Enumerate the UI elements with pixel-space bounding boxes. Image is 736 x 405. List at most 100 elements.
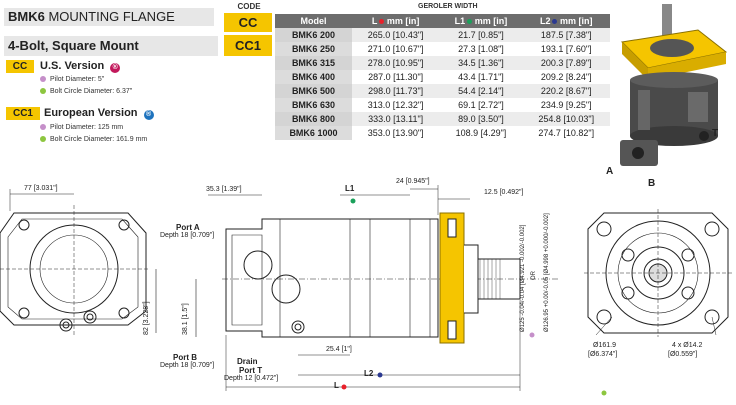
value-cell: 27.3 [1.08"] bbox=[458, 44, 504, 54]
spec-us-bolt-text: Bolt Circle Diameter: 6.37" bbox=[50, 88, 133, 95]
dim-82: 82 [3.228"] bbox=[143, 301, 150, 335]
model-cell: BMK6 315 bbox=[275, 56, 352, 70]
front-view-drawing bbox=[584, 209, 732, 337]
l1-marker-icon bbox=[350, 198, 356, 204]
col-l1-unit: mm [in] bbox=[474, 16, 508, 26]
l2-marker-icon bbox=[377, 372, 383, 378]
table-row: BMK6 250 271.0 [10.67"] 27.3 [1.08"] 193.1 … bbox=[275, 42, 610, 56]
port-t-icon bbox=[699, 131, 709, 141]
version-tag-cc1: CC1 bbox=[6, 107, 40, 120]
dim-l1: L1 bbox=[345, 184, 355, 193]
pilot-marker-icon bbox=[529, 332, 535, 338]
dim-or: OR bbox=[531, 271, 537, 280]
model-cell: BMK6 250 bbox=[275, 42, 352, 56]
col-l-text: L bbox=[371, 16, 378, 26]
value-cell: 274.7 [10.82"] bbox=[538, 128, 595, 138]
value-cell: 21.7 [0.85"] bbox=[439, 28, 523, 42]
code-label: CODE bbox=[237, 2, 261, 11]
red-dot-icon bbox=[379, 19, 385, 25]
l-marker-icon bbox=[341, 384, 347, 390]
col-model: Model bbox=[275, 14, 352, 28]
value-cell: 265.0 [10.43"] bbox=[351, 28, 440, 42]
spec-eu-bolt: Bolt Circle Diameter: 161.9 mm bbox=[40, 136, 147, 143]
dim-l: L bbox=[334, 381, 339, 390]
dim-pilot-us: Ø126.95 +0.00/-0.05 [Ø4.998 +0.000/-0.00… bbox=[544, 213, 550, 332]
value-cell: 313.0 [12.32"] bbox=[367, 100, 424, 110]
green-dot-icon bbox=[40, 88, 46, 95]
value-cell: 43.4 [1.71"] bbox=[458, 72, 504, 82]
value-cell: 69.1 [2.72"] bbox=[458, 100, 504, 110]
us-certification-icon: ® bbox=[110, 63, 121, 73]
shaft-icon bbox=[662, 4, 672, 38]
dim-77: 77 [3.031"] bbox=[24, 185, 58, 192]
spec-eu-bolt-text: Bolt Circle Diameter: 161.9 mm bbox=[50, 136, 148, 143]
dimension-table: Model L mm [in] L1 mm [in] L2 mm [in] BM… bbox=[275, 14, 610, 140]
technical-drawing bbox=[0, 185, 732, 396]
model-cell: BMK6 500 bbox=[275, 84, 352, 98]
spec-eu-pilot: Pilot Diameter: 125 mm bbox=[40, 124, 123, 131]
label-port-a-depth: Depth 18 [0.709"] bbox=[160, 232, 215, 239]
value-cell: 187.5 [7.38"] bbox=[522, 28, 610, 42]
dim-12-5: 12.5 [0.492"] bbox=[484, 189, 524, 196]
photo-label-t: T bbox=[712, 128, 719, 139]
version-tag-cc: CC bbox=[6, 60, 34, 73]
code-cc: CC bbox=[224, 13, 272, 32]
version-title-us: U.S. Version ® bbox=[40, 60, 121, 73]
label-port-t: Port T bbox=[239, 366, 263, 375]
spec-us-bolt: Bolt Circle Diameter: 6.37" bbox=[40, 88, 132, 95]
dim-holes-in: [Ø0.559"] bbox=[668, 351, 698, 358]
model-cell: BMK6 630 bbox=[275, 98, 352, 112]
photo-label-b: B bbox=[648, 178, 656, 189]
model-cell: BMK6 800 bbox=[275, 112, 352, 126]
value-cell: 209.2 [8.24"] bbox=[540, 72, 592, 82]
col-l: L mm [in] bbox=[351, 14, 440, 28]
motor-photo bbox=[620, 4, 728, 166]
code-cc1: CC1 bbox=[224, 35, 272, 56]
model-cell: BMK6 400 bbox=[275, 70, 352, 84]
value-cell: 193.1 [7.60"] bbox=[540, 44, 592, 54]
label-drain: Drain bbox=[237, 357, 258, 366]
value-cell: 89.0 [3.50"] bbox=[439, 112, 523, 126]
side-view-drawing bbox=[222, 212, 560, 344]
spec-us-pilot: Pilot Diameter: 5" bbox=[40, 76, 104, 83]
rear-view-drawing bbox=[0, 205, 150, 335]
subtitle: 4-Bolt, Square Mount bbox=[4, 36, 218, 56]
purple-dot-icon bbox=[40, 124, 46, 131]
spec-us-pilot-text: Pilot Diameter: 5" bbox=[50, 76, 105, 83]
label-drain-depth: Depth 12 [0.472"] bbox=[224, 375, 279, 382]
col-l2: L2 mm [in] bbox=[522, 14, 610, 28]
value-cell: 271.0 [10.67"] bbox=[367, 44, 424, 54]
value-cell: 333.0 [13.11"] bbox=[351, 112, 440, 126]
dim-bolt-circle: Ø161.9 bbox=[593, 342, 616, 349]
value-cell: 278.0 [10.95"] bbox=[351, 56, 440, 70]
value-cell: 34.5 [1.36"] bbox=[439, 56, 523, 70]
title-rest: MOUNTING FLANGE bbox=[44, 9, 175, 24]
col-l2-unit: mm [in] bbox=[560, 16, 593, 26]
title-model: BMK6 bbox=[8, 9, 45, 24]
geroler-width-label: GEROLER WIDTH bbox=[418, 3, 478, 10]
page-title: BMK6 MOUNTING FLANGE bbox=[4, 8, 214, 26]
model-cell: BMK6 1000 bbox=[275, 126, 352, 140]
value-cell: 108.9 [4.29"] bbox=[455, 128, 507, 138]
bolt-circle-marker-icon bbox=[601, 390, 607, 396]
value-cell: 54.4 [2.14"] bbox=[439, 84, 523, 98]
green-dot-icon bbox=[467, 19, 473, 25]
dim-35-3: 35.3 [1.39"] bbox=[206, 186, 242, 193]
green-dot-icon bbox=[40, 136, 46, 143]
version-title-eu: European Version ® bbox=[44, 107, 154, 120]
dim-25-4: 25.4 [1"] bbox=[326, 346, 352, 353]
col-l2-text: L2 bbox=[539, 16, 551, 26]
dim-holes: 4 x Ø14.2 bbox=[672, 342, 703, 349]
label-port-b-depth: Depth 18 [0.709"] bbox=[160, 362, 215, 369]
label-port-b: Port B bbox=[173, 353, 197, 362]
dim-38-1: 38.1 [1.5"] bbox=[182, 303, 189, 335]
version-title-us-text: U.S. Version bbox=[40, 60, 105, 72]
table-header-row: Model L mm [in] L1 mm [in] L2 mm [in] bbox=[275, 14, 610, 28]
value-cell: 220.2 [8.67"] bbox=[522, 84, 610, 98]
model-cell: BMK6 200 bbox=[275, 28, 352, 42]
